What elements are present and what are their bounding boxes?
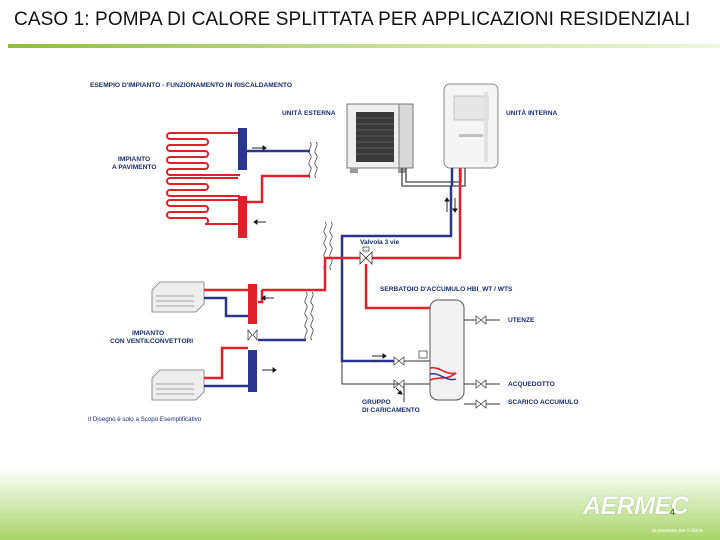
- indoor-water-lines: [340, 168, 462, 363]
- flow-arrows-floor: [252, 145, 267, 225]
- aqueduct-label: ACQUEDOTTO: [508, 381, 555, 388]
- underfloor-coil-top: [166, 132, 240, 176]
- aermec-logo: AERMEC: [583, 492, 689, 520]
- filling-group: [341, 360, 405, 402]
- flow-arrows-filling: [372, 353, 403, 395]
- flow-arrows-indoor: [444, 197, 458, 213]
- page-number: 4: [670, 507, 676, 517]
- fancoil-unit-bottom: [151, 369, 205, 401]
- tank-drain-label: SCARICO ACCUMULO: [508, 399, 578, 406]
- underfloor-label-2: A PAVIMENTO: [112, 164, 156, 171]
- underfloor-coil-bottom: [166, 199, 240, 225]
- fancoil-label-2: CON VENTILCONVETTORI: [110, 338, 193, 345]
- floor-flow-manifold: [238, 196, 247, 238]
- fancoil-return-manifold: [248, 350, 257, 392]
- valves-tank: [393, 315, 487, 409]
- storage-tank-label: SERBATOIO D'ACCUMULO HBI_WT / WTS: [380, 286, 513, 293]
- underfloor-label-1: IMPIANTO: [118, 156, 150, 163]
- three-way-valve: [359, 246, 373, 265]
- indoor-unit: [443, 83, 499, 169]
- title-underline: [8, 44, 720, 48]
- floor-return-manifold: [238, 128, 247, 170]
- storage-tank: [418, 299, 465, 401]
- flow-arrows-fancoil: [261, 295, 277, 373]
- three-way-valve-label: Valvola 3 vie: [360, 239, 400, 246]
- floor-pipes: [247, 149, 310, 204]
- underfloor-coil-mid: [166, 177, 240, 197]
- outdoor-unit: [346, 103, 414, 173]
- outdoor-unit-label: UNITÀ ESTERNA: [282, 108, 336, 117]
- users-label: UTENZE: [508, 317, 535, 324]
- hot-distribution: [262, 256, 430, 310]
- filling-group-label-2: DI CARICAMENTO: [362, 407, 420, 414]
- pipe-breaks: [304, 141, 333, 341]
- indoor-unit-label: UNITÀ INTERNA: [506, 108, 558, 117]
- disclaimer-text: Il Disegno è solo a Scopo Esemplificativ…: [88, 416, 202, 423]
- filling-group-label-1: GRUPPO: [362, 399, 391, 406]
- fancoil-pipes: [204, 288, 306, 388]
- logo-tagline: la passione per il clima: [652, 528, 703, 534]
- fancoil-label-1: IMPIANTO: [132, 330, 164, 337]
- footer-band: [0, 468, 720, 540]
- underfloor-coils: [166, 132, 240, 225]
- refrigerant-lines: [401, 168, 466, 187]
- fancoil-unit-top: [151, 281, 205, 313]
- slide-title: CASO 1: POMPA DI CALORE SPLITTATA PER AP…: [14, 9, 691, 30]
- diagram-heading: ESEMPIO D'IMPIANTO - FUNZIONAMENTO IN RI…: [90, 82, 292, 89]
- fancoil-flow-manifold: [248, 284, 257, 324]
- fancoil-valve: [247, 329, 258, 341]
